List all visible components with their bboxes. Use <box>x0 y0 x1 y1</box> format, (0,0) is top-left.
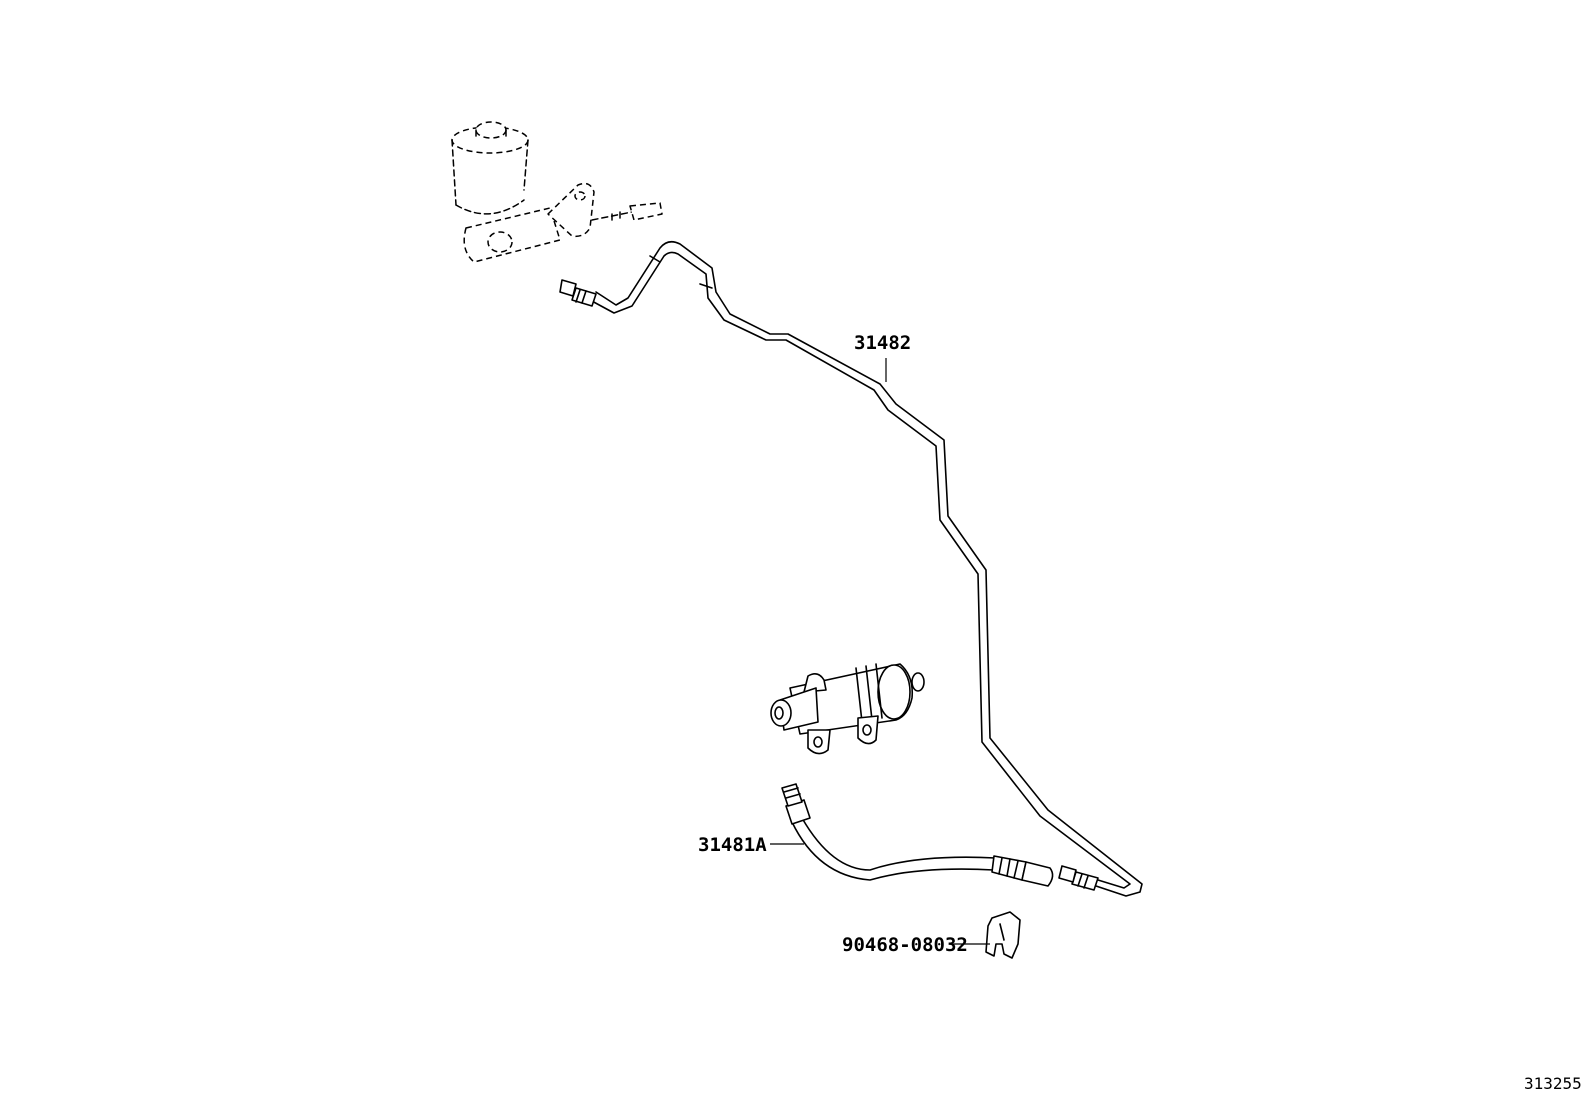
part-label-31481A[interactable]: 31481A <box>698 834 767 856</box>
part-label-31482[interactable]: 31482 <box>854 332 911 354</box>
clip-90468-08032[interactable] <box>985 911 1021 959</box>
diagram-id: 313255 <box>1524 1074 1582 1093</box>
clutch-tube-31482[interactable] <box>559 240 1143 897</box>
part-label-90468-08032[interactable]: 90468-08032 <box>842 934 968 956</box>
clutch-release-cylinder[interactable] <box>770 663 925 755</box>
clutch-master-cylinder[interactable] <box>451 121 663 263</box>
clutch-hose-31481A[interactable] <box>781 783 1054 887</box>
